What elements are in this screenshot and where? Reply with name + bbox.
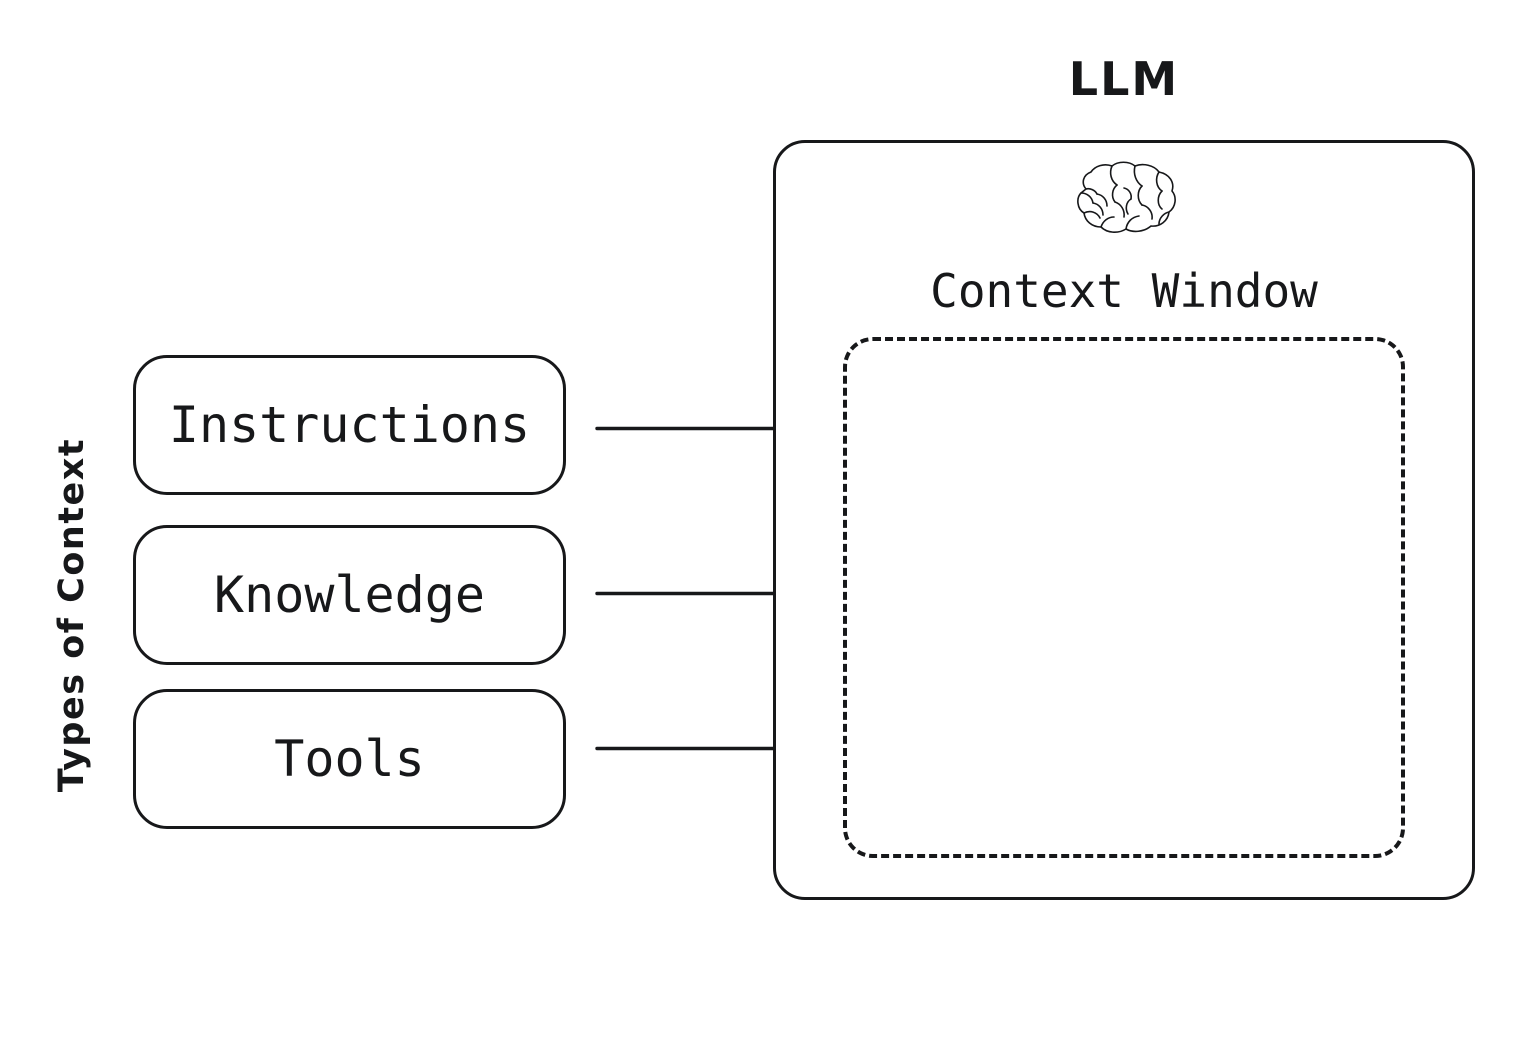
- llm-container: [773, 140, 1475, 900]
- brain-icon: [1077, 161, 1176, 233]
- context-window-region: [843, 337, 1405, 858]
- context-window-label: Context Window: [930, 264, 1318, 318]
- types-of-context-label: Types of Context: [52, 437, 92, 793]
- llm-title: LLM: [1068, 52, 1180, 106]
- context-box-knowledge-label: Knowledge: [214, 566, 485, 624]
- context-box-tools[interactable]: Tools: [133, 689, 566, 829]
- context-box-instructions-label: Instructions: [168, 396, 531, 454]
- context-box-instructions[interactable]: Instructions: [133, 355, 566, 495]
- context-box-tools-label: Tools: [274, 730, 425, 788]
- context-box-knowledge[interactable]: Knowledge: [133, 525, 566, 665]
